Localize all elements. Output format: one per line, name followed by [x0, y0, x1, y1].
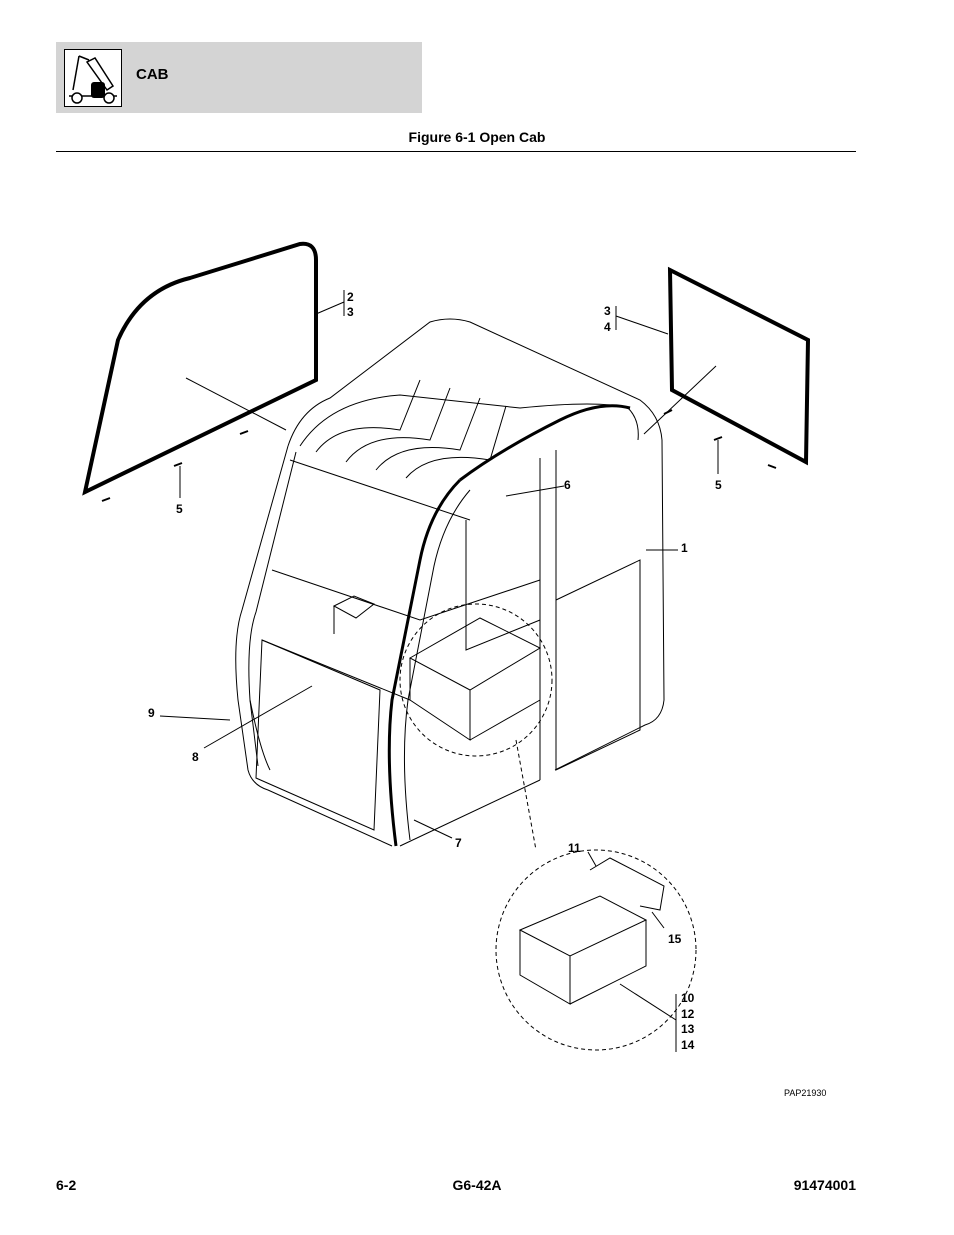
figure-caption: Figure 6-1 Open Cab [408, 129, 546, 145]
callout-8: 8 [192, 750, 199, 764]
right-window-glass [667, 266, 811, 466]
section-title: CAB [136, 66, 169, 83]
telehandler-icon [64, 49, 122, 107]
callout-12: 12 [681, 1007, 695, 1021]
callout-4: 4 [604, 320, 611, 334]
callout-9: 9 [148, 706, 155, 720]
callout-11: 11 [568, 841, 581, 855]
callout-3-right: 3 [604, 304, 611, 318]
header-rule [56, 151, 856, 152]
callout-2: 2 [347, 290, 354, 304]
callout-1: 1 [681, 541, 688, 555]
callout-5-left: 5 [176, 502, 183, 516]
section-header: CAB [56, 42, 422, 113]
callout-15: 15 [668, 932, 682, 946]
model-number: G6-42A [452, 1177, 502, 1193]
callout-7: 7 [455, 836, 462, 850]
cab-frame [287, 318, 665, 771]
manual-part-number: 91474001 [793, 1177, 856, 1193]
drawing-id: PAP21930 [784, 1088, 827, 1098]
callout-10: 10 [681, 991, 695, 1005]
callout-3-left: 3 [347, 305, 354, 319]
callout-5-right: 5 [715, 478, 722, 492]
callout-13: 13 [681, 1022, 695, 1036]
callout-14: 14 [681, 1038, 695, 1052]
left-window-glass [82, 241, 318, 496]
page-number: 6-2 [56, 1177, 77, 1193]
callout-6: 6 [564, 478, 571, 492]
